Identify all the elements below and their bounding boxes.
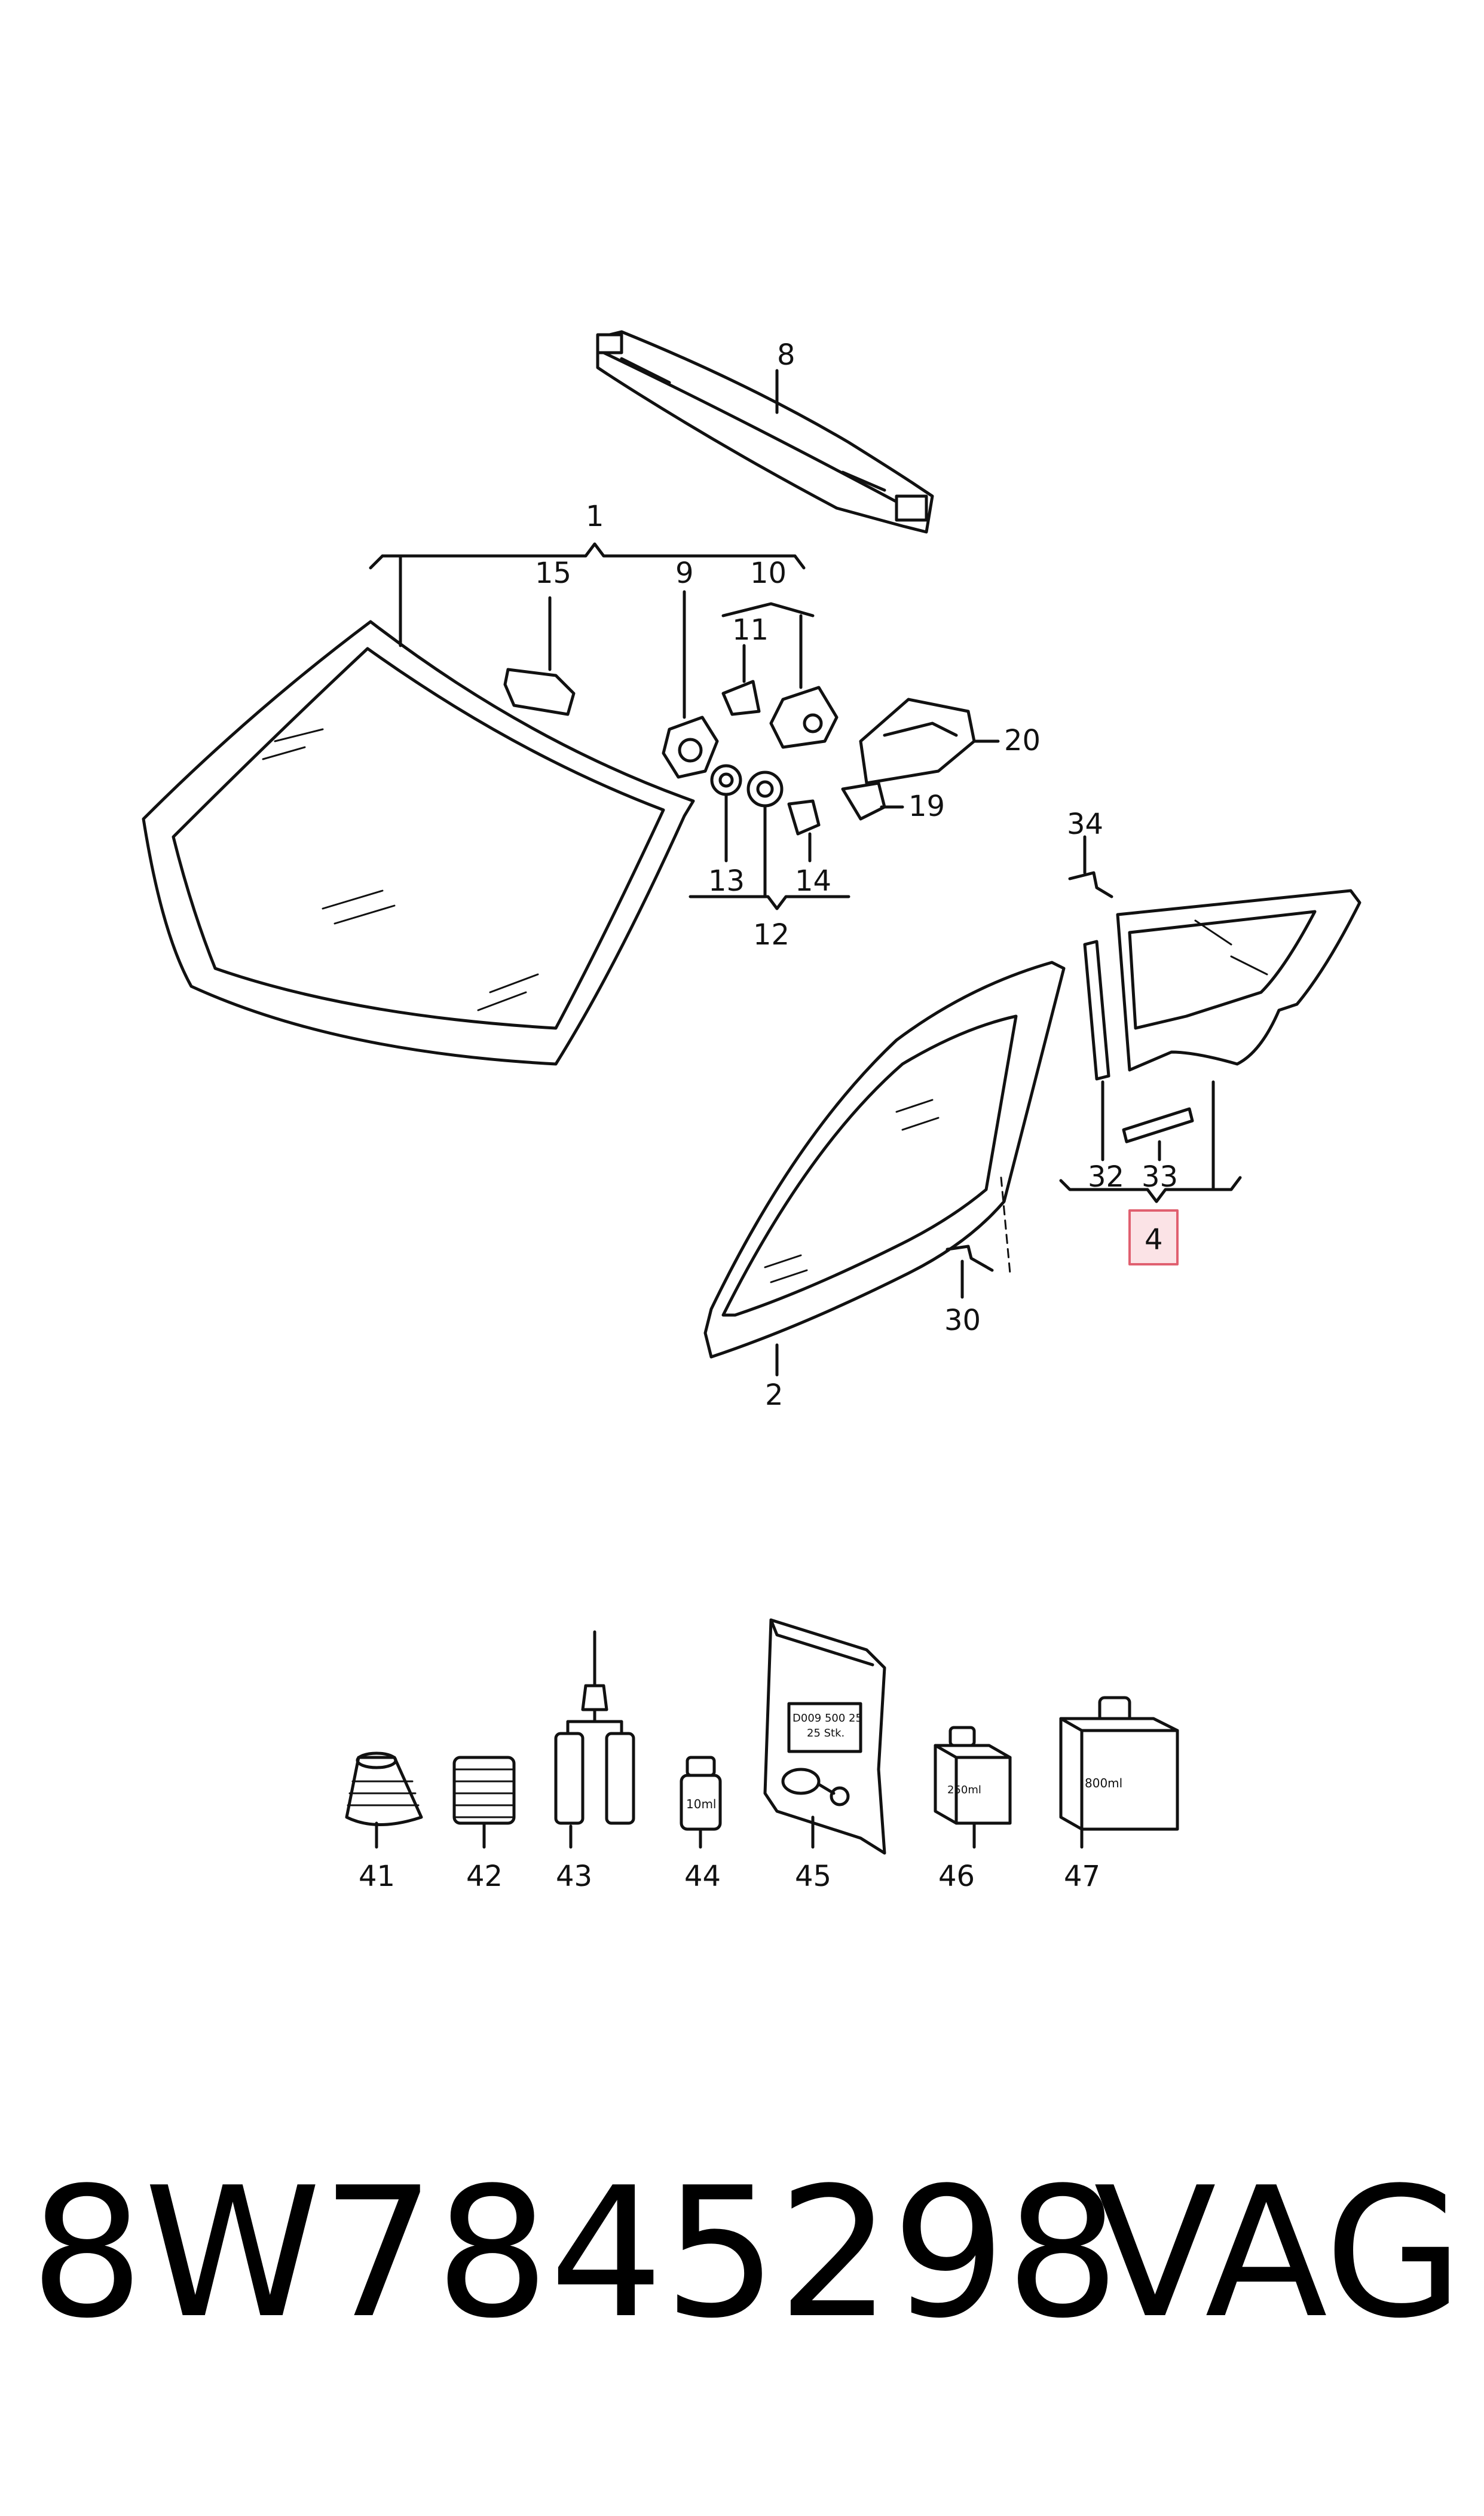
bottle-part-46 [934, 1726, 1012, 1849]
callout-46: 46 [938, 1860, 975, 1893]
callout-20: 20 [1004, 724, 1041, 757]
cover-part-20 [859, 698, 1000, 785]
bag-part-45 [763, 1618, 886, 1855]
seal-cone-part-41 [345, 1751, 423, 1849]
mount-part-10 [721, 602, 839, 749]
label-250ml: 250ml [947, 1784, 981, 1796]
dual-cartridge-part-43 [554, 1630, 635, 1849]
callout-43: 43 [556, 1860, 592, 1893]
ring-part-13 [710, 764, 742, 863]
seal-part-33 [1122, 1107, 1194, 1161]
callout-1: 1 [586, 500, 604, 533]
callout-19: 19 [908, 790, 945, 823]
callout-15: 15 [535, 557, 571, 590]
callout-10: 10 [750, 557, 787, 590]
door-glass-part-2 [703, 961, 1066, 1377]
spring-coil-part-42 [452, 1756, 516, 1849]
callout-41: 41 [359, 1860, 395, 1893]
callout-42: 42 [466, 1860, 503, 1893]
bracket-12 [689, 895, 850, 910]
quarter-window-part-4 [1116, 889, 1361, 1072]
leader-1 [369, 554, 806, 647]
label-bag-line2: 25 Stk. [807, 1727, 844, 1740]
callout-14: 14 [795, 864, 831, 898]
callout-9: 9 [675, 557, 694, 590]
callout-44: 44 [684, 1860, 721, 1893]
sensor-holder-part-9 [662, 590, 719, 779]
bracket-1 [381, 542, 797, 558]
trim-part-11 [721, 644, 761, 716]
callout-4: 4 [1145, 1223, 1163, 1257]
bolt-part-30 [946, 1245, 994, 1299]
highlight-box-4 [1128, 1209, 1179, 1265]
callout-12: 12 [753, 918, 790, 952]
label-10ml: 10ml [686, 1797, 717, 1811]
brand-name: VAG [1094, 2149, 1464, 2358]
vial-part-44 [680, 1756, 722, 1849]
cross-member-part-8 [596, 330, 934, 534]
callout-34: 34 [1067, 808, 1103, 841]
grommet-part-14 [746, 771, 821, 898]
bottle-part-47 [1059, 1696, 1179, 1849]
bolt-part-34 [1068, 835, 1113, 898]
seal-part-32 [1083, 940, 1110, 1161]
clip-part-19 [841, 781, 904, 821]
callout-47: 47 [1064, 1860, 1100, 1893]
exploded-view-drawing: 8 1 15 9 10 11 20 19 13 14 12 34 32 33 4… [142, 330, 1361, 1893]
label-800ml: 800ml [1085, 1776, 1122, 1790]
callout-45: 45 [795, 1860, 831, 1893]
windscreen-part-1 [142, 620, 695, 1066]
callout-33: 33 [1142, 1160, 1178, 1194]
callout-30: 30 [944, 1304, 981, 1337]
part-number: 8W7845298 [30, 2149, 1120, 2358]
callout-32: 32 [1088, 1160, 1124, 1194]
bracket-4 [1059, 1080, 1242, 1203]
label-bag-line1: D009 500 25 [793, 1712, 862, 1725]
callout-2: 2 [765, 1378, 784, 1412]
clip-part-15 [503, 596, 576, 716]
callout-13: 13 [708, 864, 745, 898]
callout-8: 8 [777, 338, 795, 372]
callout-11: 11 [732, 613, 769, 647]
